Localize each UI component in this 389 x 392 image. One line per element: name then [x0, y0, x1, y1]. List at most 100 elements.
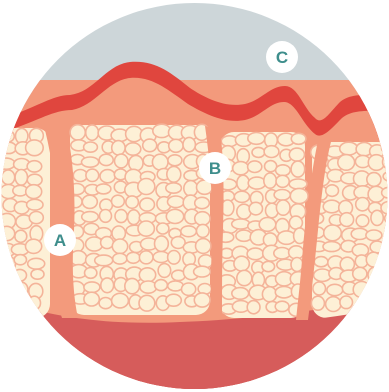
fat-cell	[1, 283, 15, 294]
fat-cell	[99, 298, 112, 309]
fat-cell	[1, 142, 16, 153]
fat-cell	[28, 296, 40, 310]
fat-cell	[197, 224, 210, 237]
fat-cell	[101, 278, 114, 293]
fat-cell	[112, 141, 125, 155]
fat-cell	[125, 143, 141, 155]
fat-cell	[195, 212, 210, 226]
fat-cell	[82, 195, 97, 208]
fat-cell	[84, 292, 99, 306]
fat-cell	[275, 301, 289, 311]
fat-cell	[289, 148, 304, 161]
fat-cell	[263, 233, 277, 247]
fat-cell	[313, 282, 326, 295]
fat-cell	[100, 210, 112, 223]
fat-cell	[86, 169, 99, 181]
fat-cell	[326, 185, 339, 197]
fat-cell	[16, 282, 28, 297]
fat-cell	[113, 253, 127, 264]
fat-cell	[252, 147, 265, 157]
fat-cell	[326, 297, 341, 312]
fat-cell	[383, 296, 389, 309]
fat-cell	[232, 288, 249, 300]
fat-cell	[157, 223, 169, 234]
fat-cell	[356, 198, 370, 211]
fat-cell	[70, 125, 85, 140]
fat-cell	[340, 296, 353, 309]
fat-cell	[2, 299, 16, 311]
fat-cell	[196, 239, 211, 254]
fat-cell	[327, 284, 343, 295]
fat-cell	[126, 196, 139, 208]
fat-cell	[112, 239, 127, 254]
fat-cell	[311, 296, 324, 310]
fat-cell	[338, 155, 355, 171]
fat-cell	[276, 200, 290, 215]
fat-cell	[247, 248, 263, 260]
fat-cell	[112, 195, 125, 207]
fat-cell	[384, 240, 389, 254]
fat-cell	[368, 267, 382, 282]
fat-cell	[112, 293, 129, 308]
fat-cell	[371, 299, 386, 311]
fat-cell	[168, 196, 185, 208]
fat-cell	[366, 252, 381, 267]
fat-cell	[381, 143, 389, 153]
fat-cell	[324, 225, 342, 241]
fat-cell	[0, 226, 15, 240]
fat-cell	[27, 174, 42, 185]
fat-cell	[276, 175, 289, 187]
fat-cell	[26, 185, 42, 199]
fat-cell	[168, 250, 181, 264]
fat-cell	[276, 165, 291, 176]
fat-cell	[14, 301, 26, 311]
fat-cell	[383, 283, 389, 297]
fat-cell	[82, 212, 99, 222]
fat-cell	[371, 281, 384, 297]
fat-cell	[340, 142, 358, 155]
fat-cell	[166, 294, 181, 306]
fat-cell	[371, 210, 383, 225]
fat-cell	[1, 267, 15, 280]
fat-cell	[290, 188, 308, 203]
fat-cell	[128, 210, 140, 225]
fat-cell	[100, 170, 115, 183]
fat-cell	[249, 202, 262, 215]
fat-cell	[356, 215, 369, 227]
fat-cell	[138, 179, 155, 195]
fat-cell	[96, 184, 111, 194]
fat-cell	[139, 268, 155, 282]
fat-cell	[353, 267, 367, 280]
fat-cell	[152, 154, 168, 170]
fat-cell	[28, 258, 45, 269]
fat-cell	[367, 173, 381, 187]
fat-cell	[247, 301, 260, 314]
fat-cell	[195, 197, 210, 208]
fat-cell	[167, 166, 181, 182]
fat-cell	[248, 133, 265, 145]
marker-b: B	[199, 152, 231, 184]
fat-cell	[125, 278, 140, 293]
fat-cell	[356, 299, 373, 310]
fat-cell	[26, 140, 44, 156]
fat-cell	[15, 230, 27, 242]
fat-cell	[314, 257, 328, 267]
fat-cell	[139, 251, 153, 264]
fat-cell	[166, 183, 182, 193]
fat-cell	[27, 161, 42, 172]
marker-b-label: B	[209, 159, 221, 178]
fat-cell	[143, 139, 157, 152]
fat-cell	[234, 191, 249, 202]
fat-cell	[2, 170, 15, 185]
fat-cell	[155, 236, 169, 252]
fat-cell	[382, 271, 389, 282]
fat-cell	[127, 252, 140, 263]
fat-cell	[129, 155, 143, 171]
fat-cell	[323, 242, 340, 252]
fat-cell	[158, 264, 171, 278]
fat-cell	[140, 281, 157, 293]
fat-cell	[366, 230, 382, 241]
fat-cell	[184, 181, 198, 197]
fat-cell	[370, 241, 384, 253]
fat-cell	[264, 146, 279, 158]
